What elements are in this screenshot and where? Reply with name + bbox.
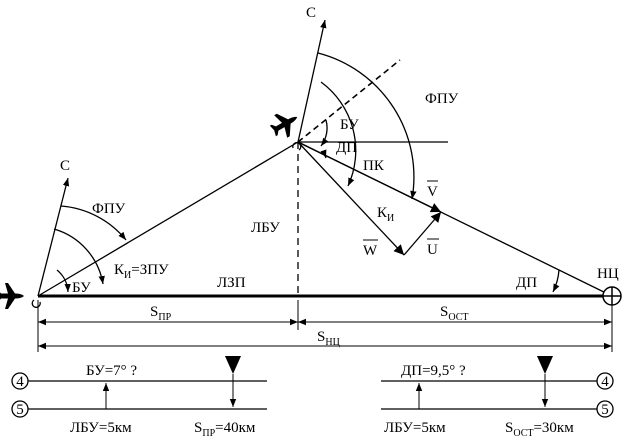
line-5-number: 5 (16, 402, 24, 418)
vector-w (297, 141, 405, 256)
bu-arc-left (56, 269, 71, 293)
vector-u-label: U (427, 242, 438, 258)
bottom-right-panel: 4 5 ДП=9,5° ? ЛБУ=5км SОСТ=30км (381, 356, 614, 439)
target-crosshair-icon (602, 286, 622, 306)
s-nc-label: SНЦ (317, 329, 340, 348)
extended-track-dashed (297, 59, 401, 143)
bu-question: БУ=7° ? (86, 363, 137, 379)
s-ost-value: SОСТ=30км (505, 420, 574, 439)
line-4-number: 4 (601, 374, 609, 390)
lzp-label: ЛЗП (217, 275, 246, 291)
lbu-value-left: ЛБУ=5км (70, 420, 132, 436)
s-pr-value: SПР=40км (194, 420, 256, 439)
target-label-nc: НЦ (597, 266, 619, 282)
north-label-top: С (306, 5, 316, 21)
north-arrow-left (37, 177, 70, 297)
aircraft-icon (269, 113, 298, 138)
actual-track-line (37, 141, 299, 297)
dp-question: ДП=9,5° ? (401, 363, 466, 379)
bu-label-left: БУ (72, 280, 91, 296)
bu-arc-mid (320, 119, 329, 147)
fpu-label-top: ФПУ (425, 91, 459, 107)
bottom-left-panel: 4 5 БУ=7° ? ЛБУ=5км SПР=40км (11, 356, 267, 439)
bu-label-mid: БУ (340, 117, 359, 133)
pk-arc (320, 81, 357, 187)
vector-u (403, 211, 442, 256)
ki-label: КИ (377, 205, 394, 224)
line-4-number: 4 (16, 374, 24, 390)
line-5-number: 5 (601, 402, 609, 418)
marker-triangle-icon (537, 356, 553, 374)
fpu-label-left: ФПУ (92, 201, 126, 217)
fpu-arc-top (317, 52, 417, 200)
dp-arc-right (552, 269, 560, 293)
s-ost-label: SОСТ (440, 304, 468, 323)
fpu-arc-left (60, 205, 127, 241)
lbu-value-right: ЛБУ=5км (384, 420, 446, 436)
dp-label-right: ДП (516, 275, 537, 291)
north-arrow-top (297, 19, 327, 143)
dp-label-mid: ДП (336, 140, 357, 156)
lbu-label: ЛБУ (251, 220, 280, 236)
vector-v (297, 141, 442, 213)
vector-v-label: V (427, 184, 438, 200)
north-label-left: С (60, 158, 70, 174)
s-pr-label: SПР (150, 304, 172, 323)
ki-zpu-arc (53, 228, 105, 285)
pk-label: ПК (363, 158, 385, 174)
vector-w-label: W (363, 243, 378, 259)
ki-zpu-label: КИ=ЗПУ (114, 262, 169, 281)
marker-triangle-icon (225, 356, 241, 374)
start-point-mark (31, 299, 41, 308)
aircraft-icon (0, 283, 24, 309)
